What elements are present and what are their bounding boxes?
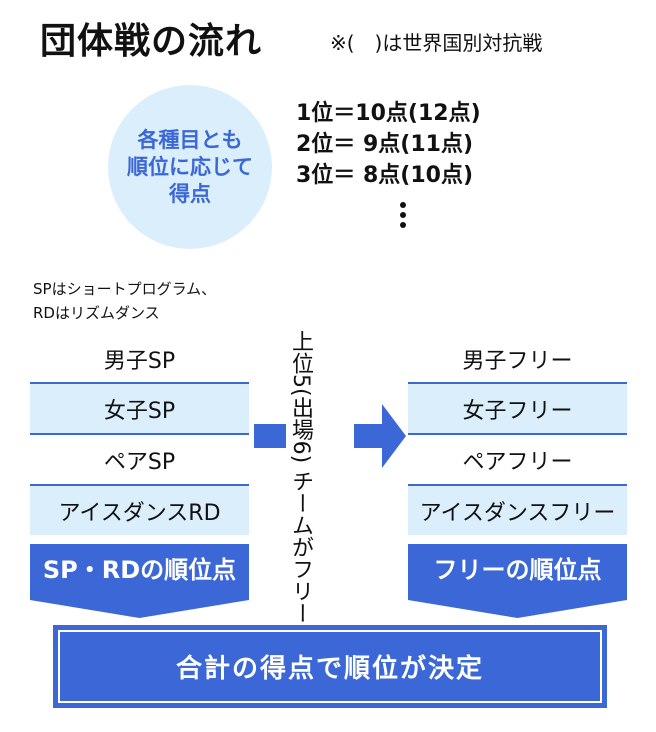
short-program-result-chevron: SP・RDの順位点: [30, 544, 249, 618]
chevron-shape: [408, 544, 627, 618]
event-item: 女子フリー: [408, 384, 627, 433]
score-row-2: 2位＝ 9点(11点): [296, 132, 473, 157]
divider: [408, 484, 627, 486]
score-row-1: 1位＝10点(12点): [296, 101, 481, 126]
free-skating-result-chevron: フリーの順位点: [408, 544, 627, 618]
event-item: ペアフリー: [462, 449, 573, 475]
title-note: ※( )は世界国別対抗戦: [330, 31, 543, 55]
ellipsis-dot: [400, 202, 406, 208]
event-item: アイスダンスRD: [30, 486, 249, 535]
event-item: ペアSP: [103, 449, 176, 475]
score-row-3: 3位＝ 8点(10点): [296, 163, 473, 188]
legend-line-rd: RDはリズムダンス: [33, 304, 160, 322]
final-result-banner: 合計の得点で順位が決定: [53, 625, 607, 708]
scoring-circle: 各種目とも 順位に応じて 得点: [108, 85, 272, 249]
short-program-column: 男子SP 女子SP ペアSP アイスダンスRD: [30, 336, 249, 535]
legend-line-sp: SPはショートプログラム、: [33, 280, 217, 298]
event-item: 男子SP: [103, 349, 176, 374]
arrow-tail-block: [254, 424, 286, 448]
score-list: 1位＝10点(12点) 2位＝ 9点(11点) 3位＝ 8点(10点): [296, 98, 481, 191]
divider: [408, 382, 627, 384]
event-item: アイスダンスフリー: [408, 486, 627, 535]
arrow-right-icon: [354, 404, 406, 472]
divider: [408, 433, 627, 435]
final-result-banner-inner: 合計の得点で順位が決定: [58, 630, 602, 703]
free-skating-column: 男子フリー 女子フリー ペアフリー アイスダンスフリー: [408, 336, 627, 535]
transition-line-2: チームがフリーへ: [288, 470, 313, 647]
free-skating-result-label: フリーの順位点: [433, 555, 602, 584]
short-program-result-label: SP・RDの順位点: [42, 555, 237, 584]
final-result-label: 合計の得点で順位が決定: [175, 654, 484, 684]
ellipsis-dot: [400, 212, 406, 218]
scoring-circle-text: 各種目とも 順位に応じて 得点: [127, 127, 253, 206]
divider: [30, 433, 249, 435]
transition-text: 上位5(出場6) チームがフリーへ: [287, 330, 313, 646]
vertical-ellipsis-icon: [398, 202, 408, 232]
ellipsis-dot: [400, 222, 406, 228]
page-title: 団体戦の流れ: [40, 21, 263, 62]
divider: [30, 382, 249, 384]
transition-line-1: 上位5(出場6): [288, 330, 313, 464]
abbreviation-legend: SPはショートプログラム、 RDはリズムダンス: [33, 277, 216, 325]
chevron-shape: [30, 544, 249, 618]
divider: [30, 484, 249, 486]
event-item: 女子SP: [30, 384, 249, 433]
event-item: 男子フリー: [462, 349, 573, 374]
